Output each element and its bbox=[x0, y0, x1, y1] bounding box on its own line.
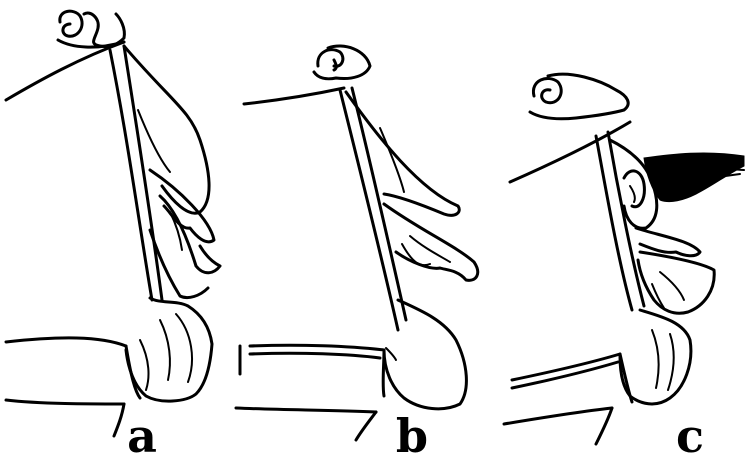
panel-b-spiral-icon bbox=[314, 46, 370, 79]
panel-c-dark-tuft bbox=[644, 153, 744, 202]
panel-b-upper-contour bbox=[244, 88, 344, 104]
panel-c-lower-fold bbox=[638, 252, 714, 313]
panel-b-label: b bbox=[396, 409, 428, 456]
panel-b-lower-contour bbox=[250, 345, 384, 350]
panel-a-spiral-icon bbox=[58, 11, 124, 47]
panel-b-triangular-flap bbox=[346, 92, 459, 215]
panel-b-stem-inner bbox=[352, 88, 406, 320]
panel-a-lower-contour bbox=[6, 338, 126, 346]
panel-b-stem-outer bbox=[340, 90, 398, 330]
panel-b-drawing bbox=[236, 46, 478, 440]
panel-c-label: c bbox=[676, 409, 704, 456]
panel-c-lower-lobe bbox=[620, 310, 691, 404]
panel-c-drawing bbox=[504, 74, 744, 444]
panel-a-drawing bbox=[6, 11, 220, 436]
panel-a-upper-contour bbox=[6, 42, 124, 100]
panel-c-spiral-icon bbox=[530, 74, 628, 119]
panel-b-curled-fold bbox=[384, 204, 478, 280]
panel-a-label: a bbox=[127, 409, 157, 456]
